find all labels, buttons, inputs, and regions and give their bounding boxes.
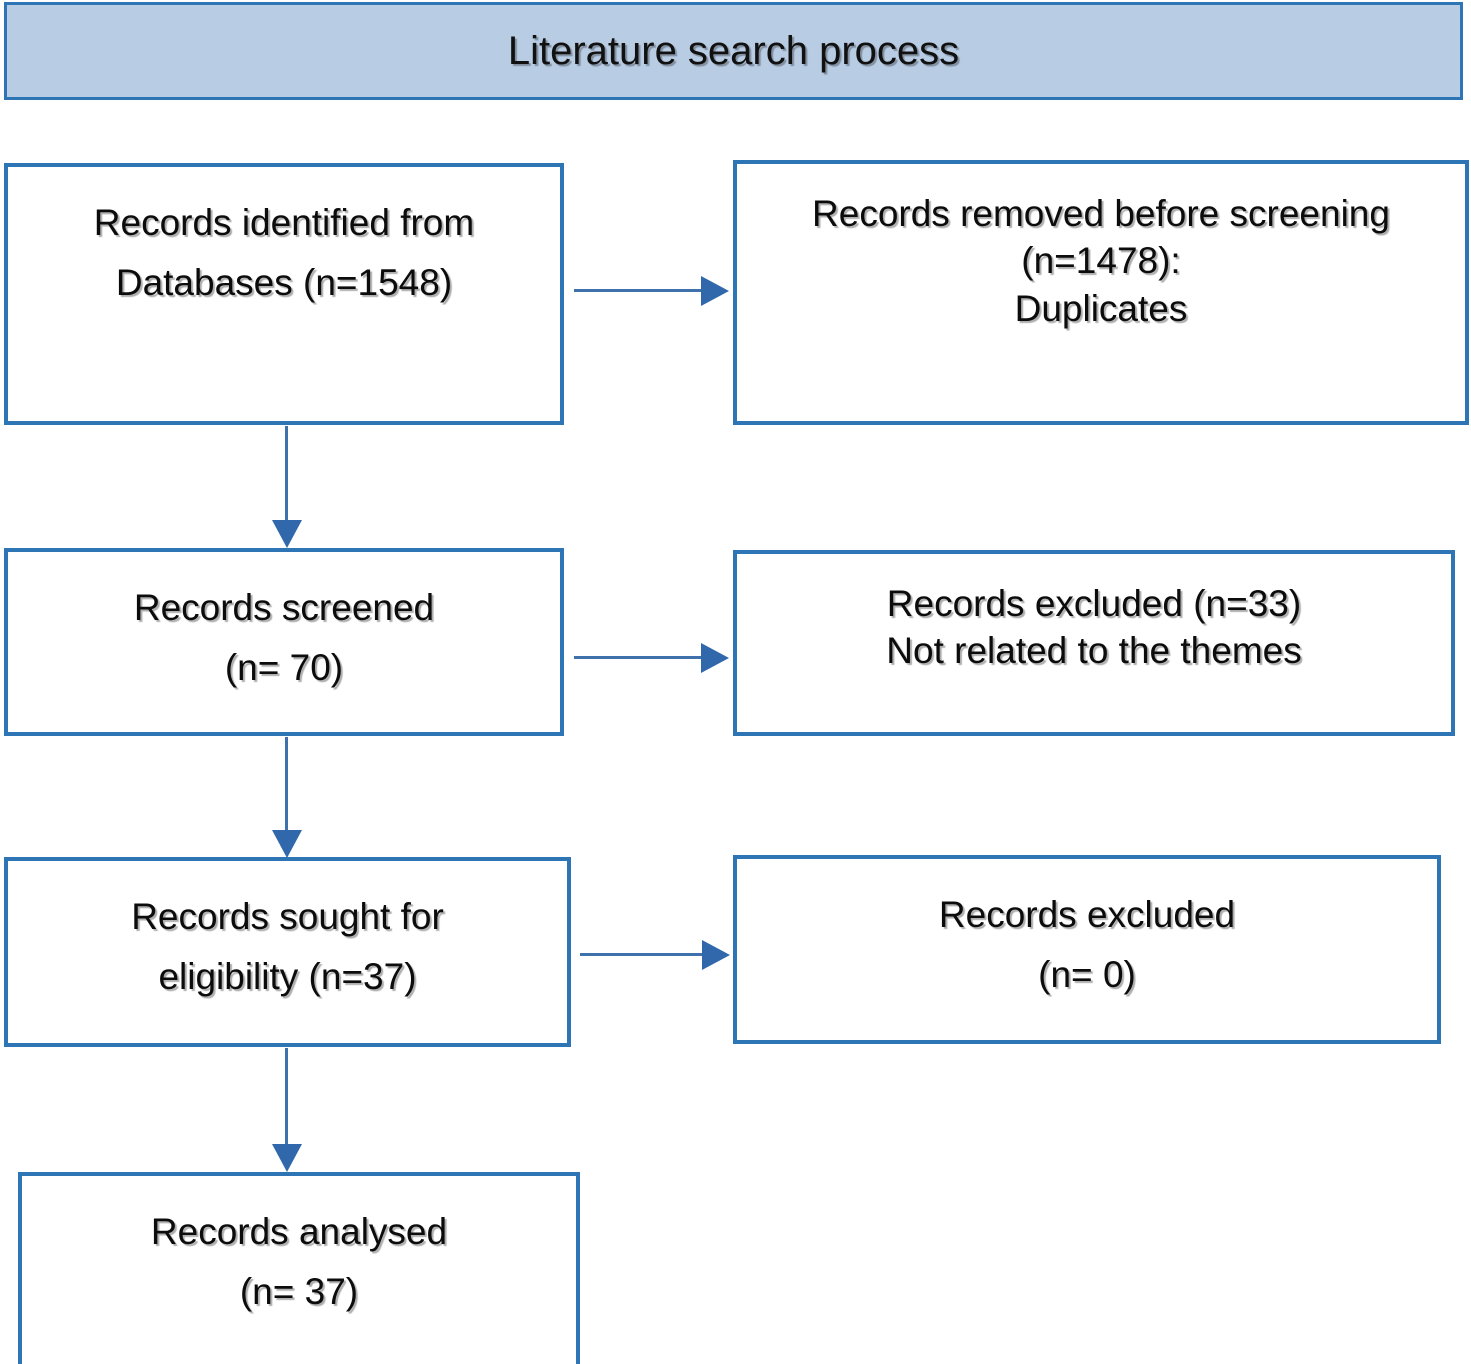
arrow-head bbox=[272, 520, 302, 548]
arrow-down-icon-identified-to-screened bbox=[272, 426, 302, 548]
node-records-identified: Records identified from Databases (n=154… bbox=[4, 163, 564, 425]
arrow-right-icon-screened-to-excluded33 bbox=[574, 643, 729, 673]
arrow-right-icon-sought-to-excluded0 bbox=[580, 940, 730, 970]
node-records-screened: Records screened (n= 70) bbox=[4, 548, 564, 736]
node-records-sought-line2: eligibility (n=37) bbox=[158, 955, 417, 997]
node-records-sought-line1: Records sought for bbox=[131, 896, 444, 937]
node-records-excluded-33-line1: Records excluded (n=33) bbox=[886, 583, 1302, 624]
arrow-head bbox=[701, 276, 729, 306]
arrow-shaft bbox=[285, 426, 288, 521]
arrow-shaft bbox=[574, 656, 704, 659]
node-records-analysed-line2: (n= 37) bbox=[239, 1270, 359, 1312]
node-records-removed: Records removed before screening (n=1478… bbox=[733, 160, 1469, 425]
node-records-analysed-line1: Records analysed bbox=[150, 1211, 448, 1252]
node-records-excluded-0: Records excluded (n= 0) bbox=[733, 855, 1441, 1044]
arrow-shaft bbox=[285, 737, 288, 831]
arrow-head bbox=[272, 1144, 302, 1172]
diagram-title-banner: Literature search process bbox=[4, 2, 1463, 100]
node-records-identified-line2: Databases (n=1548) bbox=[115, 261, 453, 303]
arrow-right-icon-identified-to-removed bbox=[574, 276, 729, 306]
node-records-excluded-0-line1: Records excluded bbox=[938, 894, 1236, 935]
node-records-removed-line2: (n=1478): bbox=[1021, 240, 1181, 282]
node-records-excluded-33-line2: Not related to the themes bbox=[886, 630, 1302, 672]
node-records-removed-line1: Records removed before screening bbox=[812, 193, 1390, 234]
arrow-shaft bbox=[285, 1048, 288, 1145]
arrow-shaft bbox=[580, 953, 705, 956]
arrow-shaft bbox=[574, 289, 704, 292]
node-records-removed-line3: Duplicates bbox=[1014, 287, 1188, 329]
node-records-screened-line1: Records screened bbox=[133, 587, 435, 628]
node-records-sought: Records sought for eligibility (n=37) bbox=[4, 857, 571, 1047]
node-records-screened-line2: (n= 70) bbox=[224, 646, 344, 688]
arrow-head bbox=[272, 830, 302, 858]
arrow-head bbox=[701, 643, 729, 673]
arrow-down-icon-screened-to-sought bbox=[272, 737, 302, 858]
node-records-excluded-0-line2: (n= 0) bbox=[1038, 953, 1136, 995]
node-records-analysed: Records analysed (n= 37) bbox=[18, 1172, 580, 1364]
arrow-down-icon-sought-to-analysed bbox=[272, 1048, 302, 1172]
node-records-excluded-33: Records excluded (n=33) Not related to t… bbox=[733, 550, 1455, 736]
page-title: Literature search process bbox=[507, 28, 960, 73]
node-records-identified-line1: Records identified from bbox=[93, 202, 475, 243]
arrow-head bbox=[702, 940, 730, 970]
